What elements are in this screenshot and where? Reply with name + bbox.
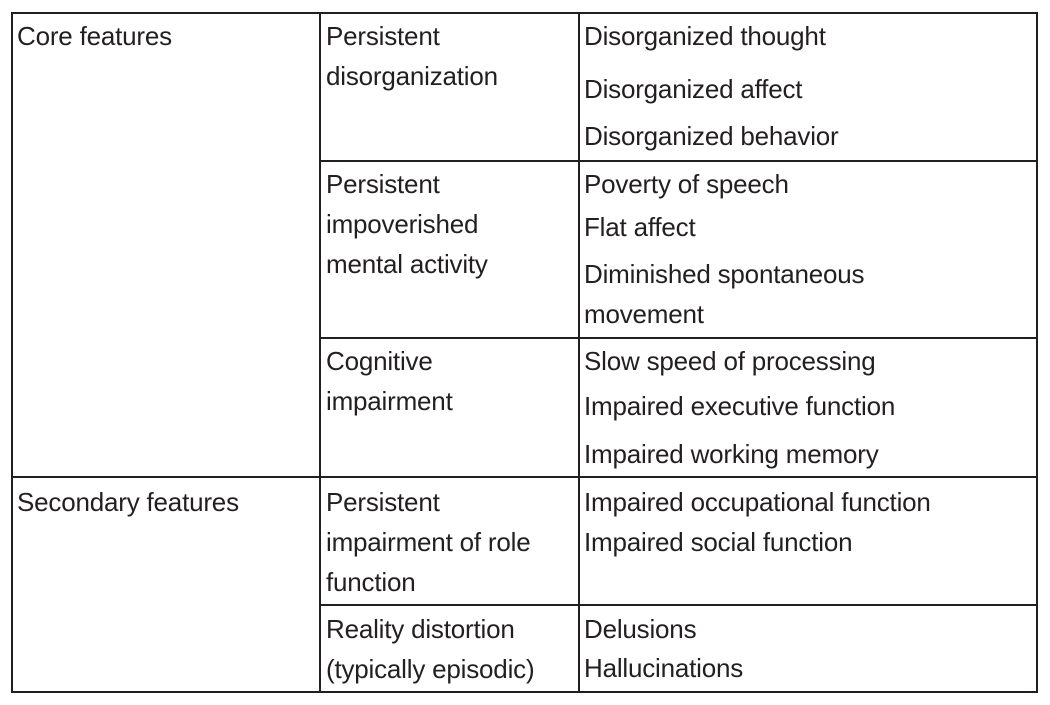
table-border [11, 12, 1038, 693]
item-movement: movement [584, 299, 704, 329]
item-impaired-social-function: Impaired social function [584, 527, 853, 557]
item-disorganized-affect: Disorganized affect [584, 74, 803, 104]
item-slow-speed-of-processing: Slow speed of processing [584, 346, 876, 376]
group-persistent-impairment-of-role-function: Persistent impairment of role function [326, 487, 531, 597]
category-core-features: Core features [17, 21, 172, 51]
column-divider-2 [578, 12, 580, 693]
row-divider-core-1 [319, 160, 1038, 162]
item-diminished-spontaneous: Diminished spontaneous [584, 259, 865, 289]
item-impaired-occupational-function: Impaired occupational function [584, 487, 931, 517]
item-disorganized-behavior: Disorganized behavior [584, 121, 839, 151]
group-persistent-disorganization: Persistent disorganization [326, 21, 498, 91]
item-hallucinations: Hallucinations [584, 653, 744, 683]
group-reality-distortion: Reality distortion (typically episodic) [326, 614, 535, 684]
row-divider-secondary-1 [319, 604, 1038, 606]
item-flat-affect: Flat affect [584, 212, 696, 242]
item-disorganized-thought: Disorganized thought [584, 21, 826, 51]
item-delusions: Delusions [584, 614, 697, 644]
item-impaired-executive-function: Impaired executive function [584, 391, 896, 421]
column-divider-1 [319, 12, 321, 693]
group-cognitive-impairment: Cognitive impairment [326, 346, 453, 416]
item-poverty-of-speech: Poverty of speech [584, 169, 789, 199]
row-divider-core-2 [319, 337, 1038, 339]
category-secondary-features: Secondary features [17, 487, 239, 517]
group-persistent-impoverished-mental-activity: Persistent impoverished mental activity [326, 169, 488, 279]
item-impaired-working-memory: Impaired working memory [584, 439, 879, 469]
row-divider-main [11, 476, 1038, 478]
